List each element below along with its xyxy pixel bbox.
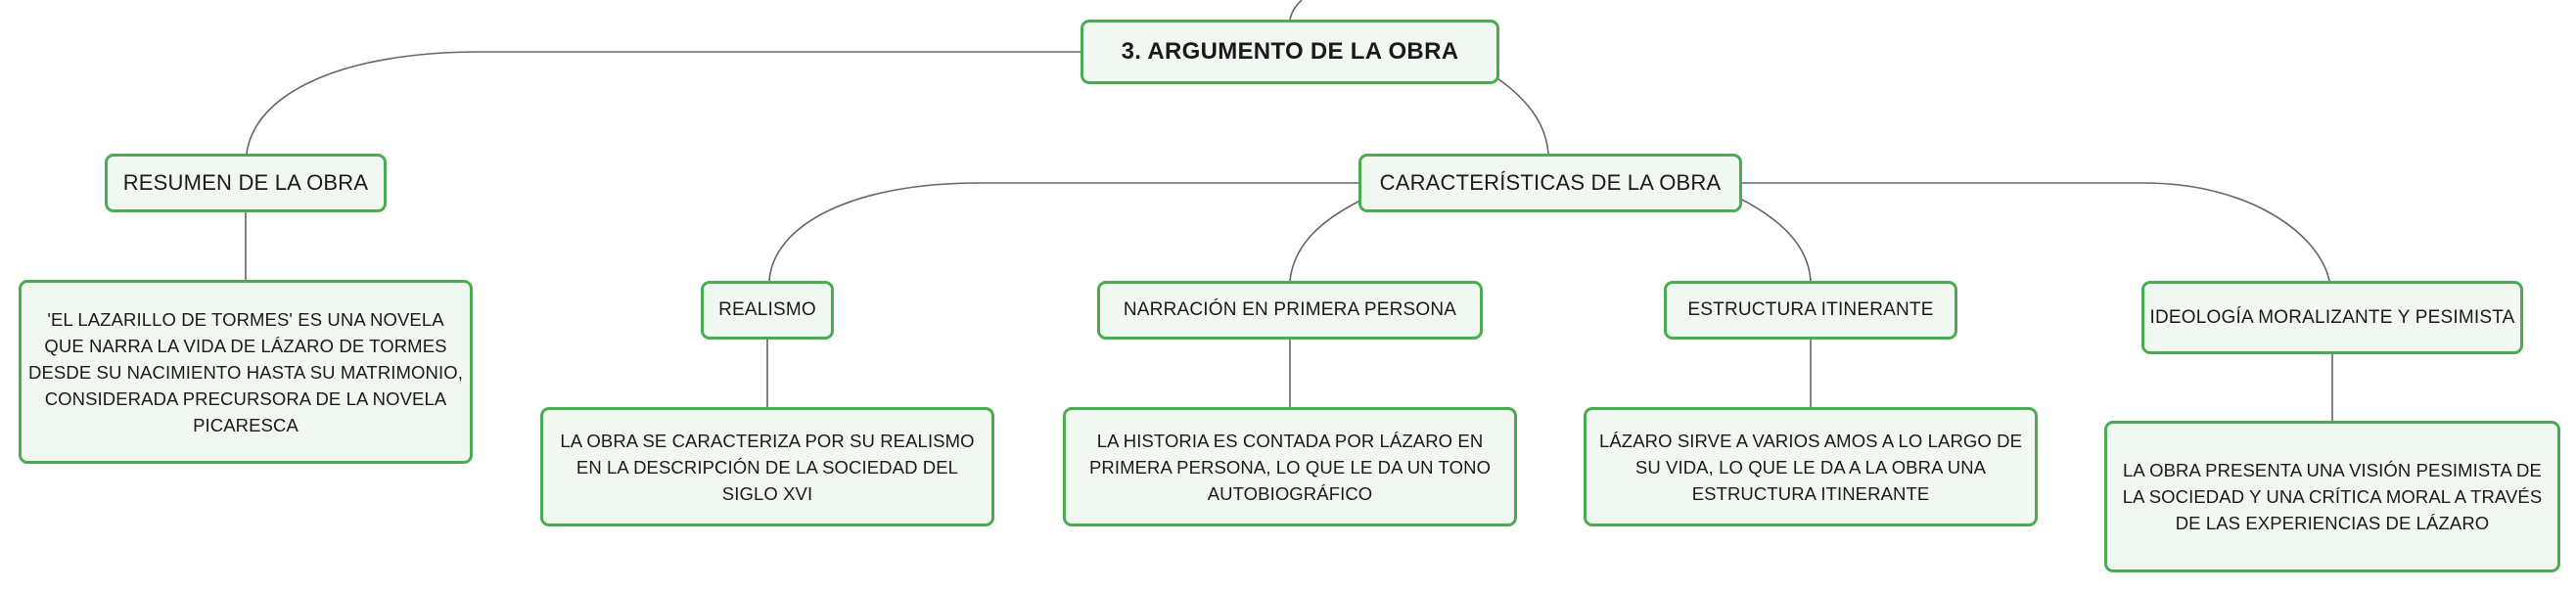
summary-detail-node[interactable]: 'EL LAZARILLO DE TORMES' ES UNA NOVELA Q…: [19, 280, 473, 464]
connector-characteristics-narracion: [1289, 200, 1361, 282]
ideologia-detail-node[interactable]: LA OBRA PRESENTA UNA VISIÓN PESIMISTA DE…: [2104, 421, 2560, 572]
characteristics-node[interactable]: CARACTERÍSTICAS DE LA OBRA: [1358, 154, 1742, 212]
connector-characteristics-estructura: [1739, 198, 1812, 282]
estructura-node[interactable]: ESTRUCTURA ITINERANTE: [1664, 281, 1957, 340]
summary-node[interactable]: RESUMEN DE LA OBRA: [105, 154, 387, 212]
narracion-node[interactable]: NARRACIÓN EN PRIMERA PERSONA: [1097, 281, 1483, 340]
connector-root-summary: [246, 51, 1081, 155]
root-node[interactable]: 3. ARGUMENTO DE LA OBRA: [1081, 20, 1499, 84]
connector-root-characteristics: [1496, 77, 1549, 155]
connector-characteristics-ideologia: [1740, 182, 2330, 282]
narracion-detail-node[interactable]: LA HISTORIA ES CONTADA POR LÁZARO EN PRI…: [1063, 407, 1517, 526]
connector-root-parent: [1289, 0, 1303, 21]
realismo-detail-node[interactable]: LA OBRA SE CARACTERIZA POR SU REALISMO E…: [540, 407, 994, 526]
ideologia-node[interactable]: IDEOLOGÍA MORALIZANTE Y PESIMISTA: [2141, 281, 2523, 354]
connector-characteristics-realismo: [768, 182, 1360, 282]
realismo-node[interactable]: REALISMO: [701, 281, 834, 340]
estructura-detail-node[interactable]: LÁZARO SIRVE A VARIOS AMOS A LO LARGO DE…: [1584, 407, 2038, 526]
